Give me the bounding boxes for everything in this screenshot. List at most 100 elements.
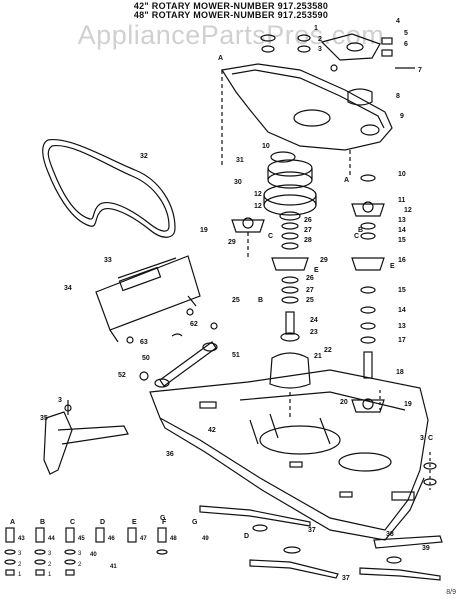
- callout-c32: 32: [140, 153, 148, 160]
- callout-c38: 38: [386, 531, 394, 538]
- legend-letter-F: F: [162, 519, 167, 526]
- callout-c19b: 19: [404, 401, 412, 408]
- callout-c14a: 14: [398, 227, 406, 234]
- callout-c27a: 27: [304, 227, 312, 234]
- legend-letter-D: D: [100, 519, 105, 526]
- callout-c10b: 10: [398, 171, 406, 178]
- legend-num-4: 47: [140, 536, 147, 542]
- callout-c63: 63: [140, 339, 148, 346]
- reference-letter-rE2: E: [390, 263, 395, 270]
- callout-c29a: 29: [228, 239, 236, 246]
- callout-c35: 35: [40, 415, 48, 422]
- callout-c13b: 13: [398, 323, 406, 330]
- reference-letter-rA1: A: [218, 55, 223, 62]
- callout-c24: 24: [310, 317, 318, 324]
- callout-c15a: 15: [398, 237, 406, 244]
- callout-c34: 34: [64, 285, 72, 292]
- callout-c19a: 19: [200, 227, 208, 234]
- callout-c12c: 12: [404, 207, 412, 214]
- mower-blades: [199, 505, 443, 581]
- callout-c14b: 14: [398, 307, 406, 314]
- callout-c21: 21: [314, 353, 322, 360]
- callout-c11: 11: [398, 197, 406, 204]
- callout-c29b: 29: [320, 257, 328, 264]
- callout-c27b: 27: [306, 287, 314, 294]
- deck-side-bracket: [43, 400, 129, 475]
- drive-belt: [42, 138, 176, 238]
- right-spindle-stack: [351, 174, 385, 413]
- washer-stack-upper: [260, 34, 311, 53]
- callout-c31: 31: [236, 157, 244, 164]
- page-mark: 8/9: [446, 589, 456, 596]
- roller-shaft-assembly: [139, 322, 218, 388]
- callout-c1: 1: [314, 25, 318, 32]
- callout-c25a: 25: [306, 297, 314, 304]
- callout-c37a: 37: [308, 527, 316, 534]
- diagram-title-48: 48" ROTARY MOWER-NUMBER 917.253590: [133, 10, 329, 20]
- legend-small-7: 2: [78, 562, 82, 568]
- callout-c30: 30: [234, 179, 242, 186]
- legend-small-0: 3: [18, 551, 22, 557]
- callout-c42: 42: [208, 427, 216, 434]
- left-spindle-housing: [231, 217, 265, 260]
- callout-c26: 26: [304, 217, 312, 224]
- legend-letter-G: G: [192, 519, 198, 526]
- callout-c17: 17: [398, 337, 406, 344]
- callout-c16a: 16: [398, 257, 406, 264]
- callout-c4: 4: [396, 18, 400, 25]
- reference-letter-rB2: B: [358, 227, 363, 234]
- legend-num-6: 49: [202, 536, 209, 542]
- reference-letter-rE1: E: [314, 267, 319, 274]
- callout-c15b: 15: [398, 287, 406, 294]
- diagram-title-42: 42" ROTARY MOWER-NUMBER 917.253580: [133, 1, 329, 11]
- callout-c10: 10: [262, 143, 270, 150]
- legend-letter-C: C: [70, 519, 75, 526]
- callout-c8: 8: [396, 93, 400, 100]
- callout-c26b: 26: [306, 275, 314, 282]
- callout-c28: 28: [304, 237, 312, 244]
- callout-c33: 33: [104, 257, 112, 264]
- callout-c5: 5: [404, 30, 408, 37]
- legend-letter-A: A: [10, 519, 15, 526]
- callout-c6: 6: [404, 41, 408, 48]
- reference-letter-rA2: A: [344, 177, 349, 184]
- legend-small-3: 3: [48, 551, 52, 557]
- legend-letter-B: B: [40, 519, 45, 526]
- reference-letter-rC3: C: [428, 435, 433, 442]
- callout-c25b: 25: [232, 297, 240, 304]
- callout-c39: 39: [422, 545, 430, 552]
- deflector-baffle: [95, 255, 201, 344]
- callout-c50: 50: [142, 355, 150, 362]
- legend-small-1: 2: [18, 562, 22, 568]
- legend-num-5: 48: [170, 536, 177, 542]
- callout-c23: 23: [310, 329, 318, 336]
- legend-small-5: 1: [48, 572, 52, 578]
- reference-letter-rD1: D: [244, 533, 249, 540]
- reference-letter-rG1: G: [160, 515, 166, 522]
- reference-letter-rB1: B: [258, 297, 263, 304]
- hardware-legend-art: [4, 527, 168, 576]
- upper-bracket-assembly: [320, 33, 415, 106]
- legend-letter-E: E: [132, 519, 137, 526]
- callout-c22: 22: [324, 347, 332, 354]
- legend-num-1: 44: [48, 536, 55, 542]
- center-spindle-stack: [263, 151, 317, 420]
- callout-c52: 52: [118, 372, 126, 379]
- callout-c20: 20: [340, 399, 348, 406]
- right-bolt-stack: [379, 390, 437, 490]
- callout-c9: 9: [400, 113, 404, 120]
- callout-c12a: 12: [254, 191, 262, 198]
- callout-c3b: 3: [58, 397, 62, 404]
- belt-guard-cover: [221, 63, 393, 175]
- callout-c13a: 13: [398, 217, 406, 224]
- callout-c62: 62: [190, 321, 198, 328]
- callout-c3: 3: [318, 46, 322, 53]
- site-watermark: AppliancePartsPros.com: [77, 20, 385, 50]
- legend-small-4: 2: [48, 562, 52, 568]
- callout-c36: 36: [166, 451, 174, 458]
- legend-num-7: 40: [90, 552, 97, 558]
- callout-c7: 7: [418, 67, 422, 74]
- callout-c37b: 37: [342, 575, 350, 582]
